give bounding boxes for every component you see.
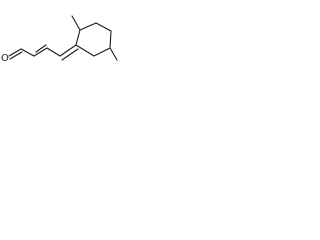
exocyclic-bond-b: [61, 48, 79, 61]
structure-drawing: O: [1, 15, 118, 64]
exocyclic-bond-a: [59, 44, 77, 57]
alkene-bond-1b: [35, 44, 47, 53]
chain-bond-2: [46, 47, 61, 57]
carbonyl-bond-2: [9, 51, 23, 60]
carbonyl-bond-1: [8, 48, 22, 57]
chain-bond-1: [20, 48, 35, 57]
methyl-bond-top: [71, 15, 81, 31]
methyl-bond-right: [109, 47, 118, 61]
molecule-diagram: O: [0, 0, 126, 76]
cyclohexane-ring: [75, 22, 112, 57]
oxygen-atom-label: O: [1, 53, 9, 64]
alkene-bond-1a: [33, 47, 48, 57]
